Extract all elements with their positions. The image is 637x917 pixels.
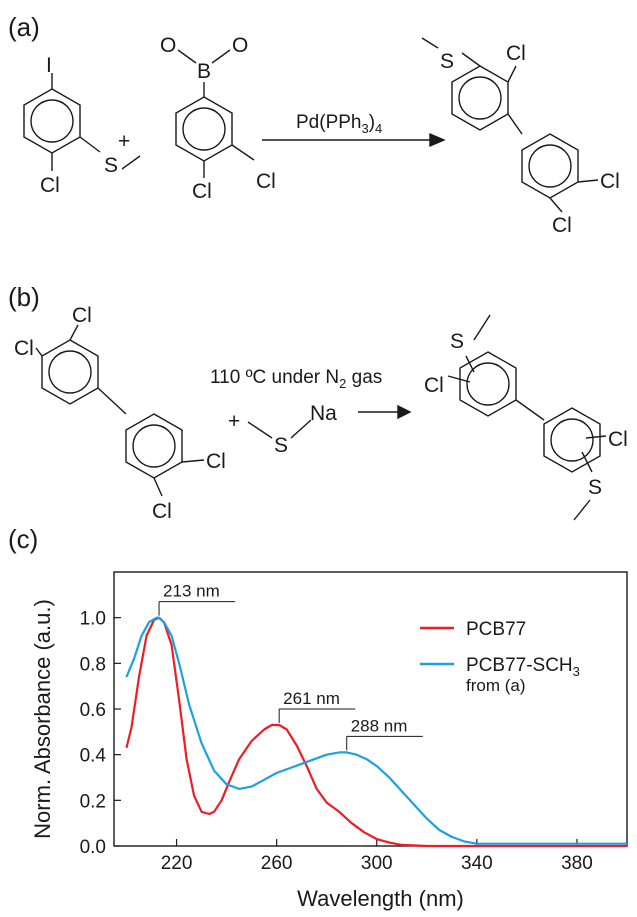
x-tick-label: 220 [161, 853, 193, 874]
atom-chlorine-pb-right: Cl [608, 428, 628, 451]
atom-oxygen-left: O [160, 34, 176, 57]
plus-sign-a: + [118, 130, 130, 153]
x-tick-label: 380 [561, 853, 593, 874]
atom-chlorine-r1: Cl [40, 174, 60, 197]
atom-boron: B [197, 60, 211, 83]
y-tick-label: 0.2 [80, 791, 106, 812]
product-b-rings [447, 314, 607, 521]
absorbance-chart: 220 260 300 340 380 0.0 0.2 0.4 0.6 0.8 1.0Wavelen… [30, 571, 628, 911]
x-tick-label: 260 [261, 853, 293, 874]
atom-sulfur-pa: S [440, 50, 454, 73]
series-line-pcb77-sch3 [125, 616, 627, 845]
panel-label-c: (c) [8, 524, 38, 554]
y-axis-title: Norm. Absorbance (a.u.) [30, 599, 55, 839]
peak-label: 213 nm [163, 582, 220, 601]
atom-sulfur-r1: S [104, 154, 118, 177]
reaction-arrowhead-a [429, 132, 446, 148]
atom-chlorine-pb-left: Cl [424, 374, 444, 397]
x-tick-label: 340 [461, 853, 493, 874]
atom-chlorine-pa-right: Cl [600, 170, 620, 193]
atom-oxygen-right: O [232, 34, 248, 57]
atom-chlorine-b-right: Cl [206, 450, 226, 473]
peak-label: 288 nm [351, 716, 408, 735]
reaction-arrowhead-b [397, 404, 412, 420]
atom-chlorine-r2-bottom: Cl [192, 180, 212, 203]
atom-sodium: Na [310, 402, 337, 425]
reactant-1-ring [23, 73, 141, 171]
reactant-2-ring [175, 49, 255, 178]
y-tick-label: 0.0 [80, 837, 106, 858]
legend-label: PCB77-SCH3 [466, 655, 580, 679]
plus-sign-b: + [228, 410, 240, 433]
reaction-condition-label: 110 ºC under N2 gas [210, 367, 382, 391]
atom-sulfur-b: S [274, 434, 288, 457]
y-tick-label: 0.6 [80, 700, 106, 721]
atom-chlorine-b-left: Cl [14, 337, 34, 360]
atom-iodine: I [46, 54, 52, 77]
y-tick-label: 1.0 [80, 609, 106, 630]
sodium-thiomethoxide-bonds [247, 419, 312, 439]
atom-chlorine-b-top: Cl [72, 304, 92, 327]
legend-label: PCB77 [466, 619, 526, 640]
atom-sulfur-pb-top: S [450, 330, 464, 353]
reaction-scheme-structures [23, 37, 607, 521]
x-axis-title: Wavelength (nm) [297, 886, 464, 911]
atom-chlorine-b-bottom: Cl [152, 500, 172, 523]
atom-chlorine-pa-bottom: Cl [552, 214, 572, 237]
legend-note: from (a) [466, 676, 526, 695]
peak-label: 261 nm [283, 689, 340, 708]
panel-label-b: (b) [8, 282, 40, 312]
atom-chlorine-r2-side: Cl [256, 170, 276, 193]
pcb77-rings [35, 324, 205, 497]
y-tick-label: 0.8 [80, 654, 106, 675]
y-tick-label: 0.4 [80, 746, 107, 767]
atom-sulfur-pb-bottom: S [588, 476, 602, 499]
x-tick-label: 300 [361, 853, 393, 874]
product-a-rings [421, 37, 599, 213]
atom-chlorine-pa-top: Cl [506, 42, 526, 65]
panel-label-a: (a) [8, 12, 40, 42]
catalyst-label: Pd(PPh3)4 [296, 112, 382, 136]
